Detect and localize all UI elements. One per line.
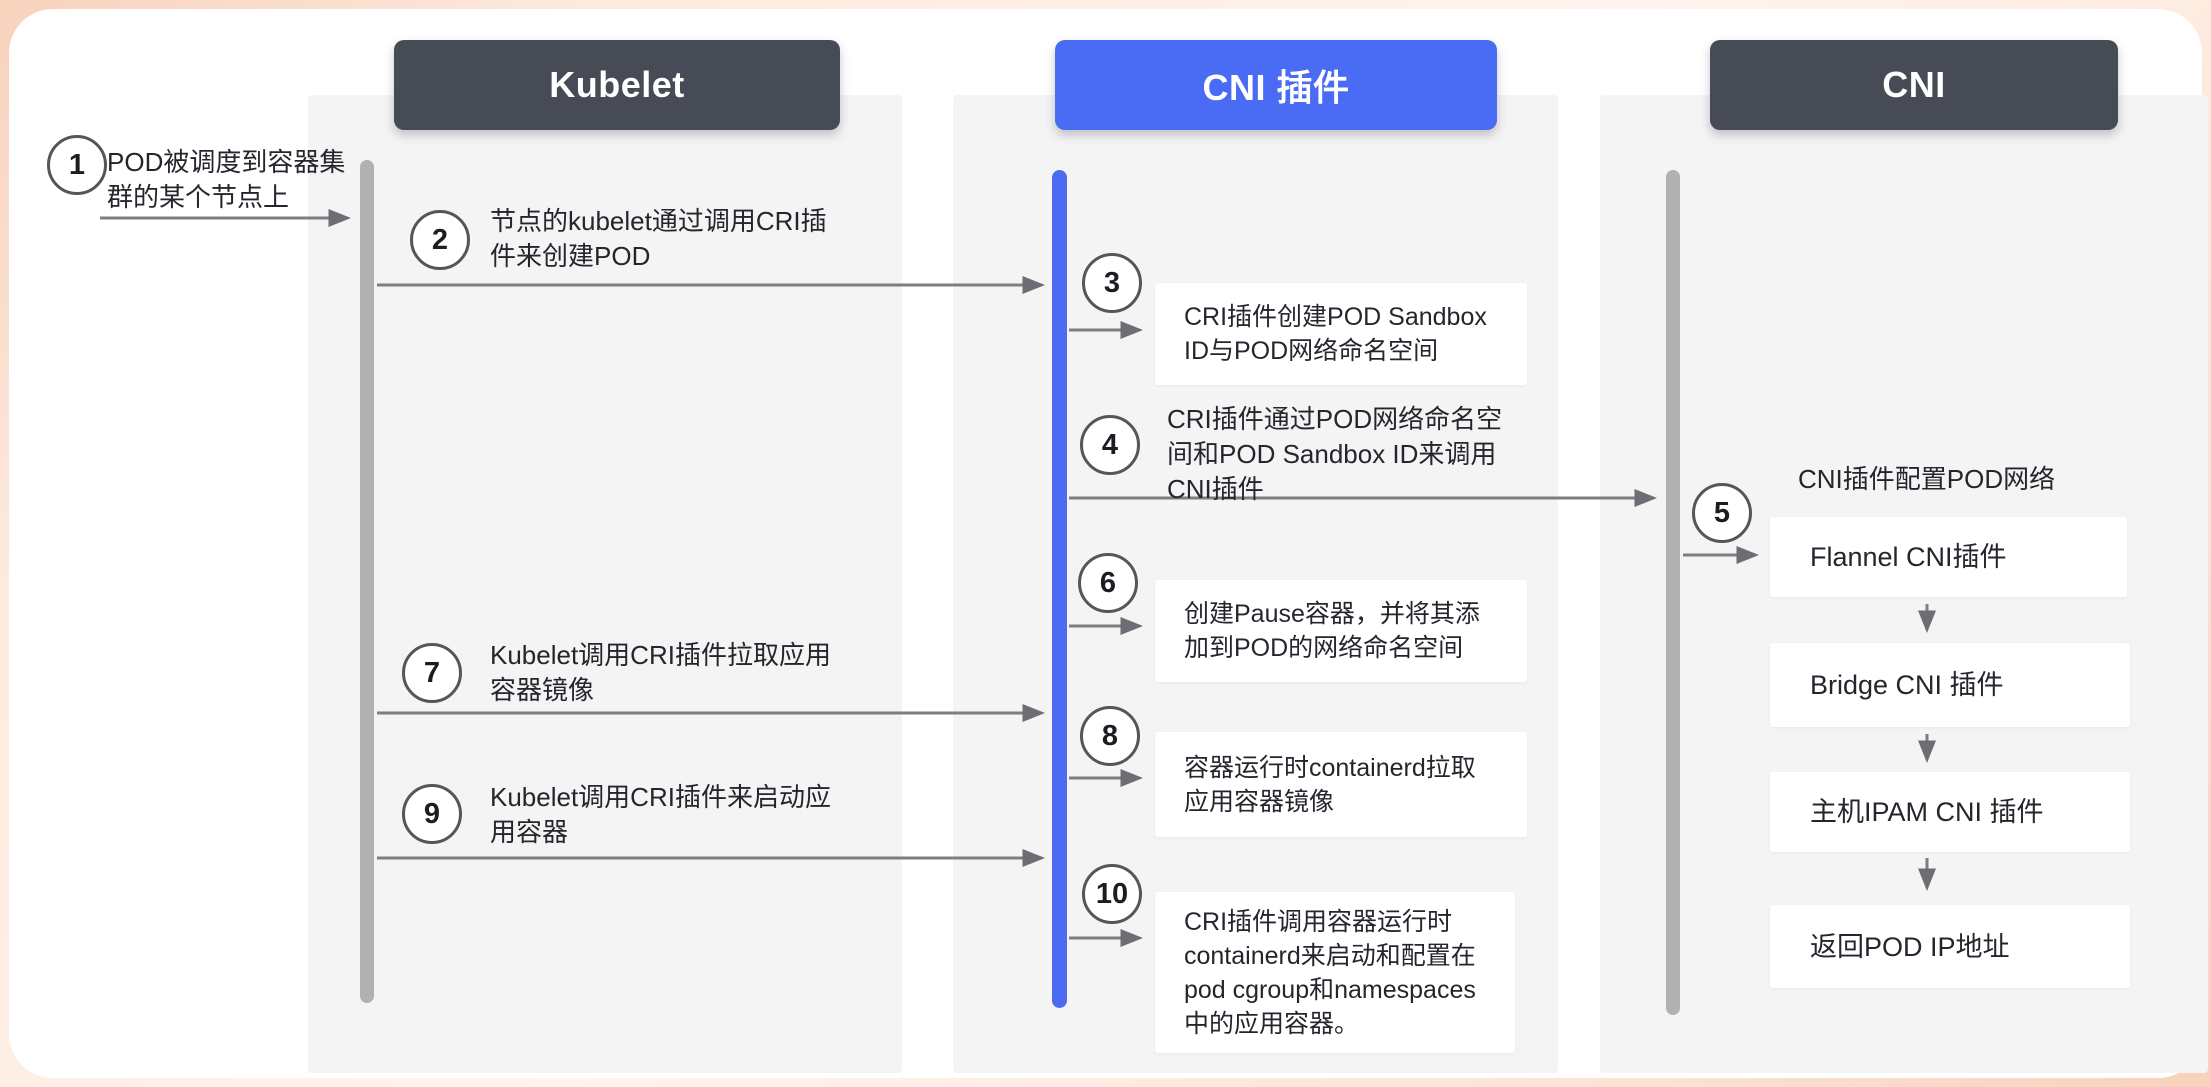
- step-2-text: 节点的kubelet通过调用CRI插 件来创建POD: [490, 206, 827, 271]
- step-4-number: 4: [1101, 428, 1119, 461]
- lane-header-kubelet: Kubelet: [394, 40, 840, 130]
- lane-header-kubelet-label: Kubelet: [549, 64, 685, 105]
- step-3-text: CRI插件创建POD Sandbox ID与POD网络命名空间: [1184, 303, 1487, 365]
- cni-chain-return-ip-label: 返回POD IP地址: [1810, 931, 2010, 962]
- lane-kubelet-background: [308, 95, 902, 1073]
- step-6-badge: 6: [1078, 553, 1138, 613]
- step-8-badge: 8: [1080, 706, 1140, 766]
- lane-header-cni-plugin-label: CNI 插件: [1202, 67, 1350, 108]
- step-5-text: CNI插件配置POD网络: [1798, 464, 2056, 494]
- step-1-text: POD被调度到容器集 群的某个节点上: [107, 147, 346, 212]
- step-8-box: 容器运行时containerd拉取 应用容器镜像: [1155, 732, 1527, 837]
- step-6-text: 创建Pause容器，并将其添 加到POD的网络命名空间: [1184, 600, 1480, 662]
- step-3-number: 3: [1103, 266, 1121, 299]
- cni-chain-ipam-label: 主机IPAM CNI 插件: [1810, 797, 2044, 827]
- step-2-badge: 2: [410, 210, 470, 270]
- step-7-badge: 7: [402, 643, 462, 703]
- cni-chain-bridge-box: Bridge CNI 插件: [1770, 643, 2130, 727]
- cni-chain-ipam-box: 主机IPAM CNI 插件: [1770, 772, 2130, 852]
- step-7-number: 7: [423, 656, 441, 689]
- step-8-number: 8: [1101, 719, 1119, 752]
- lane-header-cni-plugin: CNI 插件: [1055, 40, 1497, 130]
- step-3-box: CRI插件创建POD Sandbox ID与POD网络命名空间: [1155, 283, 1527, 385]
- step-3-badge: 3: [1082, 253, 1142, 313]
- step-9-text: Kubelet调用CRI插件来启动应 用容器: [490, 782, 831, 847]
- step-6-box: 创建Pause容器，并将其添 加到POD的网络命名空间: [1155, 580, 1527, 682]
- cni-chain-bridge-label: Bridge CNI 插件: [1810, 670, 2004, 700]
- step-2-number: 2: [431, 223, 449, 256]
- step-10-number: 10: [1095, 877, 1129, 910]
- lifeline-kubelet: [360, 160, 374, 1003]
- lifeline-cni-plugin: [1052, 170, 1067, 1008]
- lifeline-cni: [1666, 170, 1680, 1015]
- step-1-number: 1: [68, 148, 86, 181]
- lane-header-cni-label: CNI: [1882, 64, 1946, 105]
- step-9-badge: 9: [402, 784, 462, 844]
- step-10-badge: 10: [1082, 864, 1142, 924]
- step-10-box: CRI插件调用容器运行时 containerd来启动和配置在 pod cgrou…: [1155, 892, 1515, 1053]
- cni-chain-flannel-box: Flannel CNI插件: [1770, 517, 2127, 597]
- step-1-badge: 1: [47, 135, 107, 195]
- cni-chain-flannel-label: Flannel CNI插件: [1810, 542, 2007, 572]
- step-4-text: CRI插件通过POD网络命名空 间和POD Sandbox ID来调用 CNI插…: [1167, 404, 1503, 504]
- step-5-number: 5: [1713, 496, 1731, 529]
- cni-chain-return-ip-box: 返回POD IP地址: [1770, 905, 2130, 988]
- step-4-badge: 4: [1080, 415, 1140, 475]
- lane-header-cni: CNI: [1710, 40, 2118, 130]
- step-6-number: 6: [1099, 566, 1117, 599]
- step-10-text: CRI插件调用容器运行时 containerd来启动和配置在 pod cgrou…: [1184, 907, 1476, 1038]
- step-9-number: 9: [423, 797, 441, 830]
- step-7-text: Kubelet调用CRI插件拉取应用 容器镜像: [490, 640, 831, 705]
- step-8-text: 容器运行时containerd拉取 应用容器镜像: [1184, 753, 1476, 816]
- step-5-badge: 5: [1692, 483, 1752, 543]
